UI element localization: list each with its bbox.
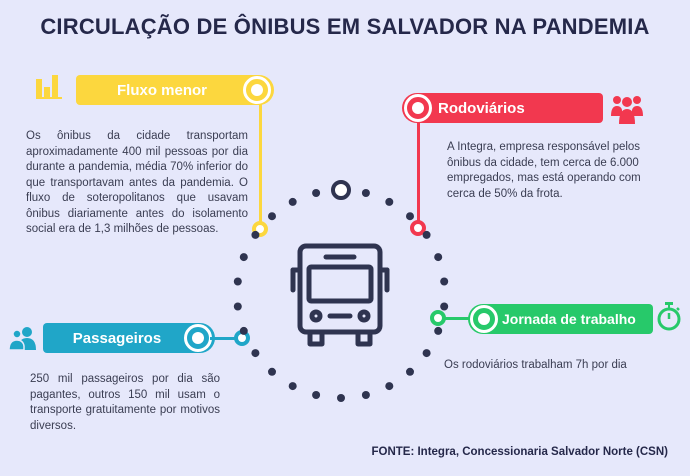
- fluxo-menor-text: Os ônibus da cidade transportam aproxima…: [26, 130, 248, 235]
- ring-dot: [406, 367, 414, 376]
- ring-dot: [268, 367, 276, 376]
- ring-dot: [440, 277, 449, 286]
- source-note: FONTE: Integra, Concessionaria Salvador …: [371, 446, 668, 458]
- ring-dot: [312, 189, 321, 197]
- jornada-ring-icon: [470, 305, 498, 333]
- page-title: CIRCULAÇÃO DE ÔNIBUS EM SALVADOR NA PAND…: [40, 14, 650, 39]
- jornada-text: Os rodoviários trabalham 7h por dia: [444, 359, 627, 371]
- passageiros-ring-icon: [184, 324, 212, 352]
- users-icon: [8, 327, 36, 351]
- rodoviarios-endpoint: [410, 220, 426, 236]
- ring-dot: [233, 302, 242, 311]
- rodoviarios-text: A Integra, empresa responsável pelos ôni…: [447, 141, 641, 200]
- ring-dot: [385, 197, 394, 206]
- ring-dot: [440, 302, 449, 311]
- ring-dot: [288, 197, 297, 206]
- ring-dot: [385, 382, 394, 391]
- people-group-icon: [611, 96, 643, 124]
- rodoviarios-connector: [417, 120, 420, 222]
- ring-dot: [422, 230, 431, 239]
- ring-dot: [239, 253, 248, 262]
- ring-dot: [239, 326, 248, 335]
- rodoviarios-ring-icon: [404, 94, 432, 122]
- ring-dot: [434, 253, 443, 262]
- rodoviarios-label: Rodoviários: [438, 99, 525, 117]
- bus-icon: [290, 243, 390, 347]
- passageiros-connector: [210, 337, 236, 340]
- jornada-connector: [444, 317, 474, 320]
- ring-dot: [312, 391, 321, 399]
- stopwatch-icon: [657, 302, 681, 331]
- ring-top-marker: [331, 180, 351, 200]
- ring-dot: [251, 349, 260, 358]
- fluxo-menor-pill: Fluxo menor: [76, 75, 274, 105]
- ring-dot: [233, 277, 242, 286]
- bar-chart-icon: [36, 75, 62, 99]
- fluxo-menor-ring-icon: [243, 76, 271, 104]
- ring-dot: [406, 212, 414, 221]
- passageiros-text: 250 mil passageiros por dia são pagantes…: [30, 373, 220, 432]
- ring-dot: [251, 230, 260, 239]
- ring-dot: [361, 189, 370, 197]
- fluxo-menor-label: Fluxo menor: [116, 81, 207, 99]
- rodoviarios-pill: Rodoviários: [402, 93, 603, 123]
- ring-dot: [288, 382, 297, 391]
- ring-dot: [422, 349, 431, 358]
- passageiros-label: Passageiros: [72, 329, 162, 347]
- ring-dot: [268, 212, 276, 221]
- ring-dot: [361, 391, 370, 399]
- ring-dot: [337, 394, 345, 402]
- fluxo-menor-connector: [259, 104, 262, 222]
- jornada-label: Jornada de trabalho: [502, 311, 636, 327]
- jornada-pill: Jornada de trabalho: [468, 304, 653, 334]
- ring-dot: [434, 326, 443, 335]
